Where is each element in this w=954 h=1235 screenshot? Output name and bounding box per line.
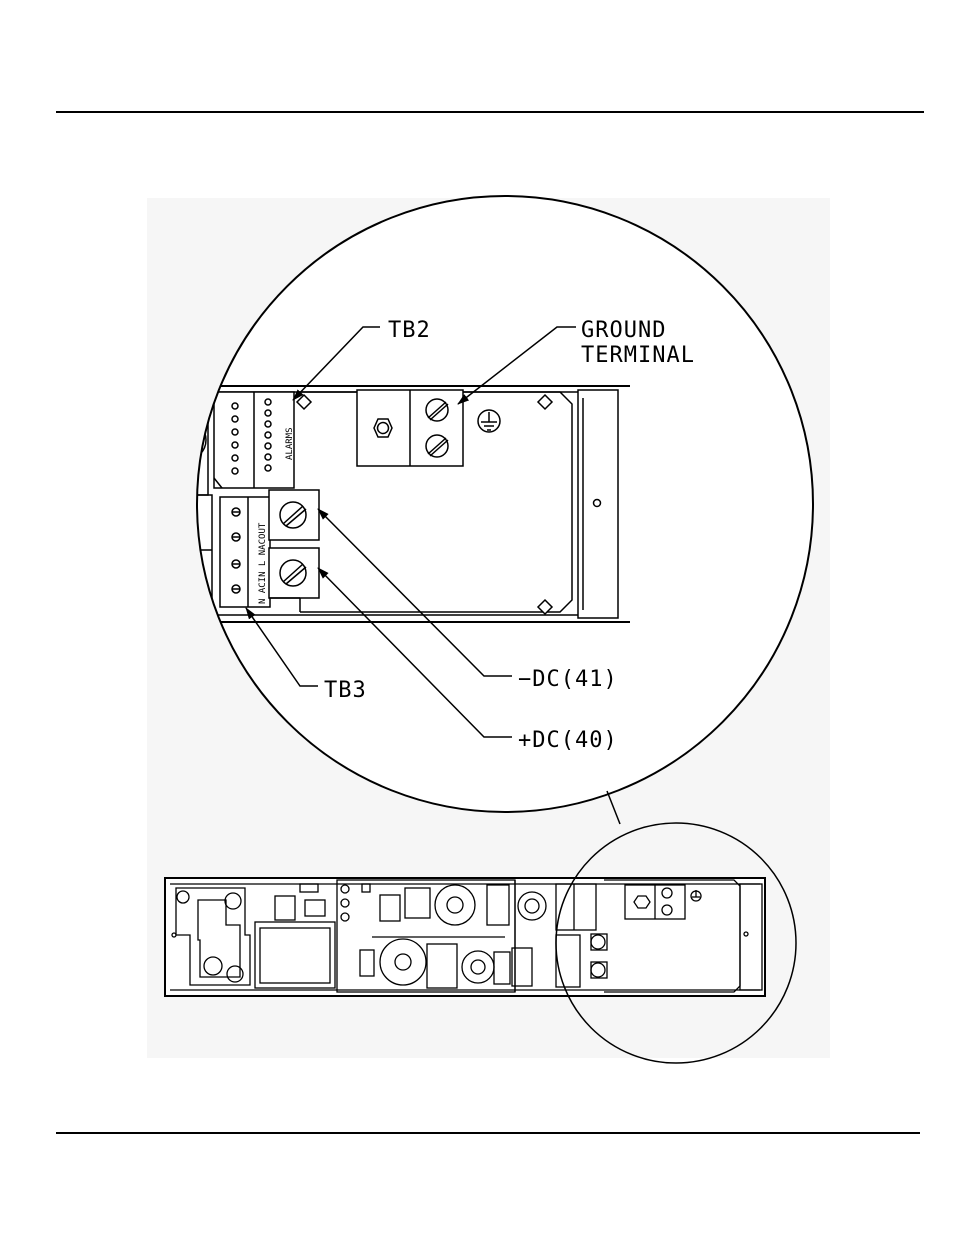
magnifier-connector: [606, 790, 621, 825]
tb3-leader: [245, 607, 318, 687]
full-unit-board: [164, 877, 766, 997]
callout-leaders: [245, 326, 576, 738]
neg-dc-callout: −DC(41): [518, 667, 618, 692]
tb3-terminal-labels: N ACIN L NACOUT: [258, 522, 268, 604]
neg-dc-leader: [317, 508, 512, 677]
detail-magnifier-circle: [196, 195, 814, 813]
pos-dc-leader: [317, 567, 512, 738]
enlarged-detail: [197, 385, 630, 623]
alarms-label: ALARMS: [285, 427, 295, 460]
ground-callout-line1: GROUND: [581, 318, 666, 343]
ground-leader: [457, 326, 576, 405]
tb2-callout: TB2: [388, 318, 431, 343]
tb2-leader: [292, 326, 380, 401]
small-magnifier-circle: [555, 822, 797, 1064]
ground-callout-line2: TERMINAL: [581, 343, 695, 368]
pos-dc-callout: +DC(40): [518, 728, 618, 753]
tb3-callout: TB3: [324, 678, 367, 703]
